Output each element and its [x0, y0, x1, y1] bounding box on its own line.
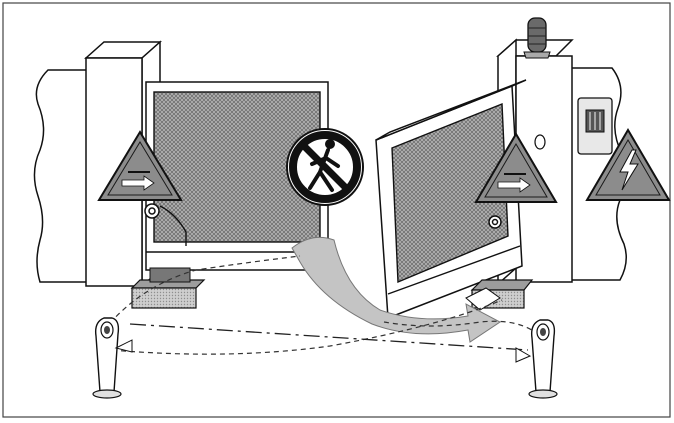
left-wall	[34, 70, 90, 282]
photocell-post-icon	[93, 318, 132, 398]
no-pedestrian-passage-icon	[287, 129, 363, 205]
photocell-post-icon-right	[516, 320, 557, 398]
flashing-lamp-icon	[524, 18, 550, 58]
control-box	[578, 98, 612, 154]
pillar-photocell-icon	[535, 135, 545, 149]
